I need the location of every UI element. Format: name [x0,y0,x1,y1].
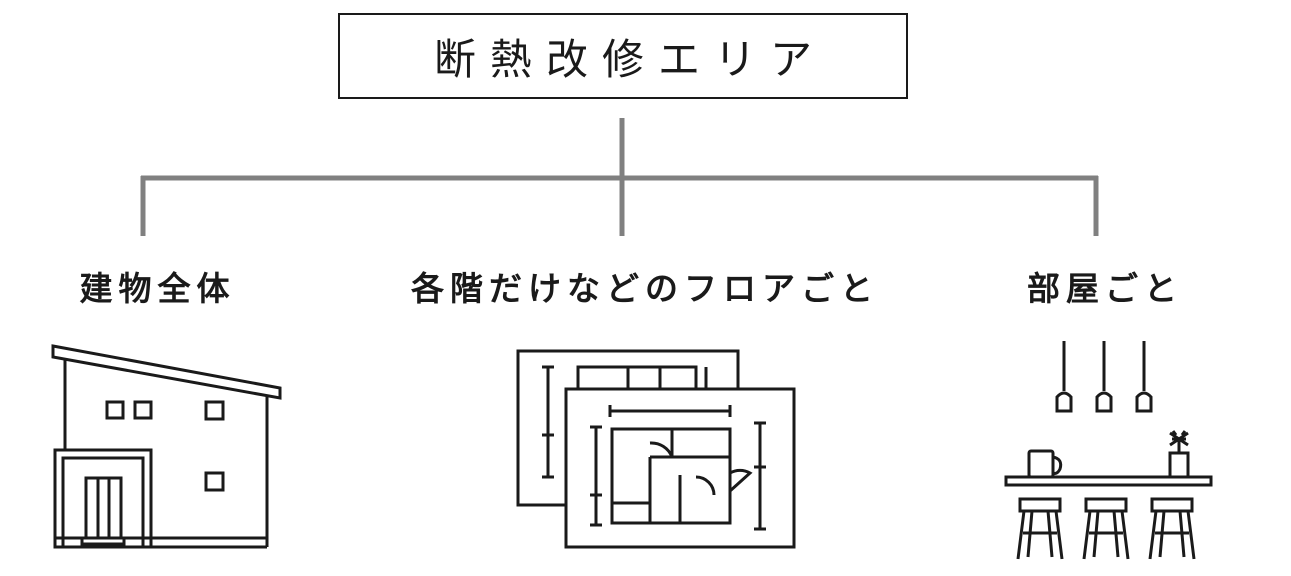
branch-label-floor: 各階だけなどのフロアごと [411,269,879,308]
room-counter-icon [1004,341,1213,560]
root-title: 断熱改修エリア [433,34,826,84]
branch-label-room: 部屋ごと [1027,269,1183,308]
house-icon [51,344,282,549]
branch-label-building: 建物全体 [79,269,236,308]
floor-plan-icon [516,349,796,549]
root-node: 断熱改修エリア [338,13,908,99]
